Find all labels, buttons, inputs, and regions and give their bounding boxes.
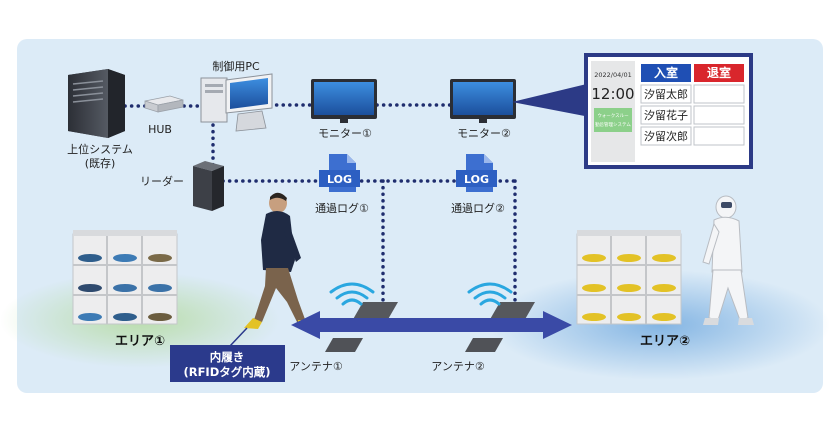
table-row: 汐留次郎 xyxy=(640,126,745,146)
log2-icon-text: LOG xyxy=(464,173,489,186)
shoe-shelf-area2 xyxy=(576,230,682,325)
shoe-icon xyxy=(78,254,172,321)
control-pc-icon xyxy=(200,73,273,132)
enter-header xyxy=(641,64,691,82)
upper-system-sublabel: (既存) xyxy=(85,156,116,170)
antenna2-label: アンテナ② xyxy=(431,360,485,373)
table-row: 汐留花子 xyxy=(640,105,745,125)
hub-label: HUB xyxy=(148,123,172,136)
enter-header-label: 入室 xyxy=(654,65,678,80)
monitor1-icon xyxy=(311,79,377,123)
suit-person-icon xyxy=(702,195,754,325)
antenna1-label: アンテナ① xyxy=(289,360,343,373)
inner-shoe-badge xyxy=(170,345,285,382)
antenna2-pad-lower xyxy=(465,338,503,352)
monitor2-label: モニター② xyxy=(457,127,511,140)
screen-date: 2022/04/01 xyxy=(594,71,631,79)
row-name: 汐留次郎 xyxy=(644,129,688,143)
monitor-screen-callout: 2022/04/01 12:00 ウォークスルー 勤怠管理システム 入室 退室 … xyxy=(584,53,753,169)
reader-label: リーダー xyxy=(140,174,184,188)
callout-pointer xyxy=(512,82,595,118)
shoe-icon xyxy=(582,254,676,321)
system-name-line1: ウォークスルー xyxy=(597,112,629,119)
hub-icon xyxy=(144,95,184,113)
log1-icon: LOG xyxy=(319,154,360,192)
area2-label: エリア② xyxy=(640,334,690,349)
badge-pointer-line xyxy=(229,327,248,347)
exit-header xyxy=(694,64,744,82)
inner-shoe-sublabel: (RFIDタグ内蔵) xyxy=(183,365,270,379)
pass-log1-label: 通過ログ① xyxy=(315,201,369,215)
control-pc-label: 制御用PC xyxy=(212,59,260,73)
monitor1-label: モニター① xyxy=(318,127,372,140)
log2-icon: LOG xyxy=(456,154,497,192)
pass-log2-label: 通過ログ② xyxy=(451,201,505,215)
wifi-signal-icon xyxy=(467,282,513,306)
exit-header-label: 退室 xyxy=(707,65,731,80)
wifi-signal-icon xyxy=(329,282,375,306)
shoe-shelf-area1 xyxy=(72,230,178,325)
row-name: 汐留花子 xyxy=(644,108,688,122)
table-row: 汐留太郎 xyxy=(640,84,745,104)
monitor2-icon xyxy=(450,79,516,123)
system-name-line2: 勤怠管理システム xyxy=(595,121,631,128)
system-badge xyxy=(594,108,632,132)
antenna1-pad-lower xyxy=(325,338,363,352)
direction-arrow xyxy=(291,311,572,339)
log1-icon-text: LOG xyxy=(327,173,352,186)
row-name: 汐留太郎 xyxy=(644,87,688,101)
area1-label: エリア① xyxy=(115,334,165,349)
upper-system-label: 上位システム xyxy=(67,142,133,156)
reader-icon xyxy=(193,161,224,211)
server-icon xyxy=(68,69,125,138)
inner-shoe-label: 内履き xyxy=(210,350,245,364)
screen-time: 12:00 xyxy=(591,85,634,103)
